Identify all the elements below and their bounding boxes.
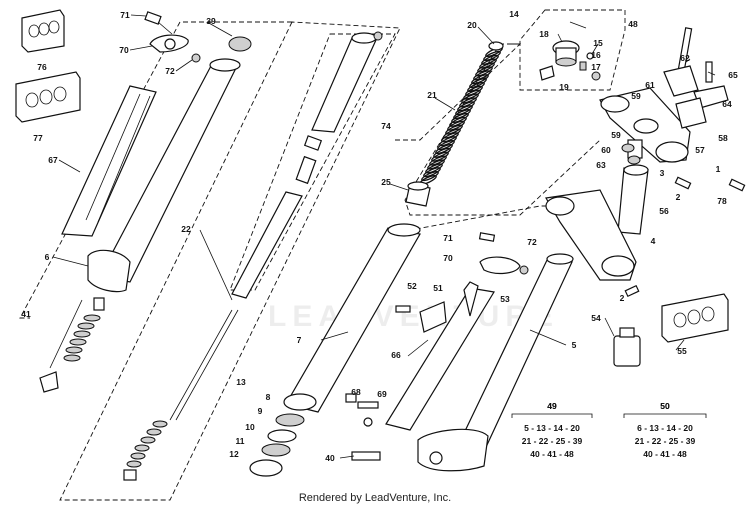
group-frame-inner-tube <box>229 33 396 291</box>
callout-71b: 71 <box>443 233 453 243</box>
callout-2b: 2 <box>620 293 625 303</box>
group-frame-lower <box>399 205 560 233</box>
callout-41: 41 <box>21 309 31 319</box>
damper-tube <box>231 191 303 299</box>
kit-50-bracket <box>623 413 707 418</box>
decal-kit-76 <box>21 9 65 53</box>
callout-59a: 59 <box>631 91 641 101</box>
callout-15: 15 <box>593 38 603 48</box>
callout-63: 63 <box>596 160 606 170</box>
callout-78: 78 <box>717 196 727 206</box>
callout-52: 52 <box>407 281 417 291</box>
callout-1: 1 <box>716 164 721 174</box>
footer-credit: Rendered by LeadVenture, Inc. <box>298 492 452 504</box>
callout-9: 9 <box>258 406 263 416</box>
cap-assembly <box>539 21 601 81</box>
oil-bottle <box>613 327 641 367</box>
kit-49-title: 49 <box>547 401 557 411</box>
handlebar-clamps <box>663 27 729 129</box>
lower-leg-center <box>285 227 421 413</box>
callout-57: 57 <box>695 145 705 155</box>
kit-49-line: 21 - 22 - 25 - 39 <box>522 436 583 446</box>
callout-40: 40 <box>325 453 335 463</box>
callout-72b: 72 <box>527 237 537 247</box>
callout-48: 48 <box>628 19 638 29</box>
leader-lines <box>52 14 716 459</box>
fork-guard <box>385 287 495 431</box>
callout-58: 58 <box>718 133 728 143</box>
clamp-lower <box>478 232 529 275</box>
decal-kit-55 <box>661 293 729 343</box>
fork-boot <box>61 85 157 237</box>
callout-71a: 71 <box>120 10 130 20</box>
callout-55: 55 <box>677 346 687 356</box>
callout-12: 12 <box>229 449 239 459</box>
group-frame-spring <box>404 43 601 216</box>
callout-49: 49 <box>547 401 557 411</box>
callout-5: 5 <box>572 340 577 350</box>
callout-53: 53 <box>500 294 510 304</box>
kit-50-line: 40 - 41 - 48 <box>643 449 687 459</box>
callout-67: 67 <box>48 155 58 165</box>
group-frame-cap <box>519 9 626 91</box>
callout-3: 3 <box>660 168 665 178</box>
callout-6: 6 <box>45 252 50 262</box>
upper-triple-clamp <box>599 87 691 163</box>
callout-65: 65 <box>728 70 738 80</box>
callout-25: 25 <box>381 177 391 187</box>
lower-triple-clamp <box>545 189 637 281</box>
callout-59b: 59 <box>611 130 621 140</box>
kit-50-line: 6 - 13 - 14 - 20 <box>637 423 693 433</box>
kit-49-bracket <box>511 413 593 418</box>
callout-20: 20 <box>467 20 477 30</box>
callout-74: 74 <box>381 121 391 131</box>
rod-spacer-stack <box>123 420 168 481</box>
callout-2a: 2 <box>676 192 681 202</box>
fork-spring <box>419 46 503 186</box>
callout-66: 66 <box>391 350 401 360</box>
callout-54: 54 <box>591 313 601 323</box>
callout-4: 4 <box>651 236 656 246</box>
callout-50: 50 <box>660 401 670 411</box>
seal-stack <box>249 393 317 477</box>
callout-62: 62 <box>680 53 690 63</box>
kit-50-line: 21 - 22 - 25 - 39 <box>635 436 696 446</box>
callout-11: 11 <box>236 436 245 446</box>
kit-49-line: 5 - 13 - 14 - 20 <box>524 423 580 433</box>
steering-stem <box>617 139 649 235</box>
callout-21: 21 <box>427 90 437 100</box>
callout-18: 18 <box>539 29 549 39</box>
callout-39: 39 <box>206 16 216 26</box>
callout-70a: 70 <box>119 45 129 55</box>
callout-76: 76 <box>37 62 47 72</box>
callout-labels: 7139707276776764122202174251448181516171… <box>21 9 738 463</box>
callout-7: 7 <box>297 335 302 345</box>
damper-cartridge <box>311 37 377 133</box>
callout-69: 69 <box>377 389 387 399</box>
callout-56: 56 <box>659 206 669 216</box>
callout-68: 68 <box>351 387 361 397</box>
callout-8: 8 <box>266 392 271 402</box>
callout-72a: 72 <box>165 66 175 76</box>
callout-51: 51 <box>433 283 443 293</box>
callout-16: 16 <box>591 50 601 60</box>
kit-50-title: 50 <box>660 401 670 411</box>
callout-14: 14 <box>509 9 519 19</box>
callout-17: 17 <box>591 62 601 72</box>
decal-kit-77 <box>15 71 81 123</box>
callout-10: 10 <box>245 422 255 432</box>
callout-22: 22 <box>181 224 191 234</box>
callout-64: 64 <box>722 99 732 109</box>
small-parts-stack <box>39 297 105 393</box>
axle-lug <box>417 428 489 472</box>
callout-19: 19 <box>559 82 569 92</box>
callout-13: 13 <box>236 377 246 387</box>
callout-60: 60 <box>601 145 611 155</box>
callout-61: 61 <box>645 80 655 90</box>
callout-77: 77 <box>33 133 43 143</box>
clamp-upper <box>144 11 201 63</box>
kit-49-line: 40 - 41 - 48 <box>530 449 574 459</box>
callout-70b: 70 <box>443 253 453 263</box>
